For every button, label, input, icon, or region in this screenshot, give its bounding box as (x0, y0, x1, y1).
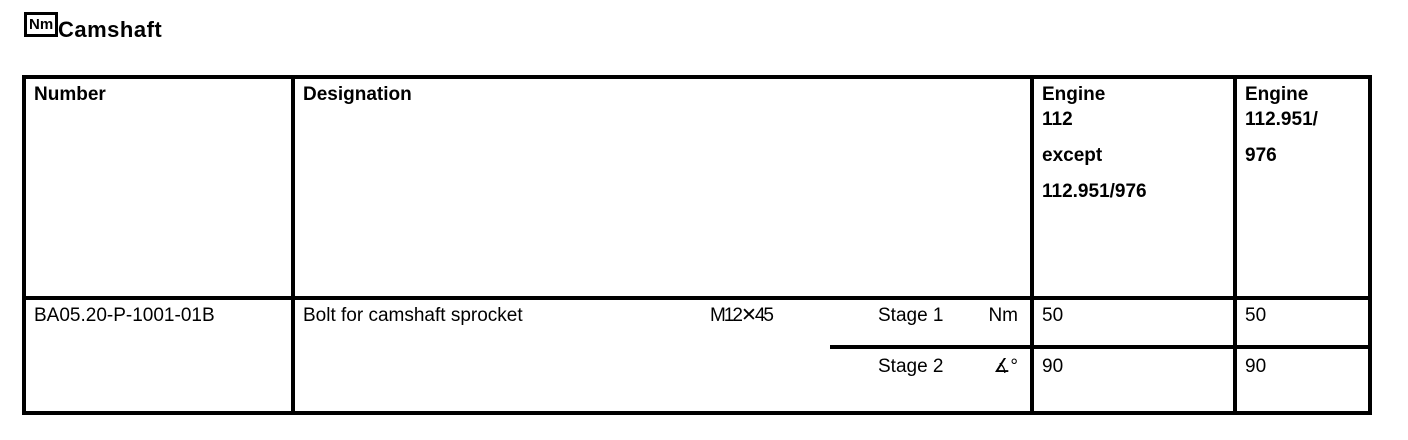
col-header-number-label: Number (34, 84, 106, 105)
engine1-line: 112 (1042, 109, 1073, 130)
stage1-engine2-value: 50 (1233, 300, 1368, 345)
engine2-line: 112.951/ (1245, 109, 1318, 130)
value-50: 50 (1245, 305, 1267, 326)
nm-torque-icon: Nm (24, 12, 59, 37)
engine2-line: Engine (1245, 84, 1309, 105)
col-header-engine-112-except: Engine 112 except 112.951/976 (1030, 79, 1233, 300)
row-bolt-size: M12✕45 (709, 305, 774, 326)
stage1-label: Stage 1 (878, 305, 944, 326)
page-title: Camshaft (58, 17, 163, 42)
stage2-label: Stage 2 (878, 356, 944, 377)
stage1-cell: Stage 1 Nm (830, 300, 1030, 345)
nm-badge-label: Nm (29, 16, 54, 33)
col-header-designation-label: Designation (303, 84, 412, 105)
row-designation-text: Bolt for camshaft sprocket (303, 305, 523, 326)
value-90: 90 (1042, 356, 1064, 377)
row-number-value: BA05.20-P-1001-01B (34, 305, 215, 326)
row-number-cell: BA05.20-P-1001-01B (26, 300, 291, 411)
stage1-unit: Nm (988, 305, 1018, 326)
stage2-engine2-value: 90 (1233, 345, 1368, 411)
value-90: 90 (1245, 356, 1267, 377)
stage1-engine1-value: 50 (1030, 300, 1233, 345)
engine2-line: 976 (1245, 145, 1277, 166)
engine1-line: Engine (1042, 84, 1106, 105)
stage2-unit-angle-symbol: ∡° (993, 356, 1018, 377)
engine1-line: 112.951/976 (1042, 181, 1147, 202)
engine1-line: except (1042, 145, 1103, 166)
col-header-designation: Designation (291, 79, 1030, 300)
col-header-engine-112951-976: Engine 112.951/ 976 (1233, 79, 1368, 300)
stage2-cell: Stage 2 ∡° (830, 345, 1030, 411)
torque-spec-table: Number Designation Engine 112 except 112… (22, 75, 1372, 415)
stage2-engine1-value: 90 (1030, 345, 1233, 411)
value-50: 50 (1042, 305, 1064, 326)
row-designation-cell: Bolt for camshaft sprocket M12✕45 (291, 300, 830, 411)
col-header-number: Number (26, 79, 291, 300)
